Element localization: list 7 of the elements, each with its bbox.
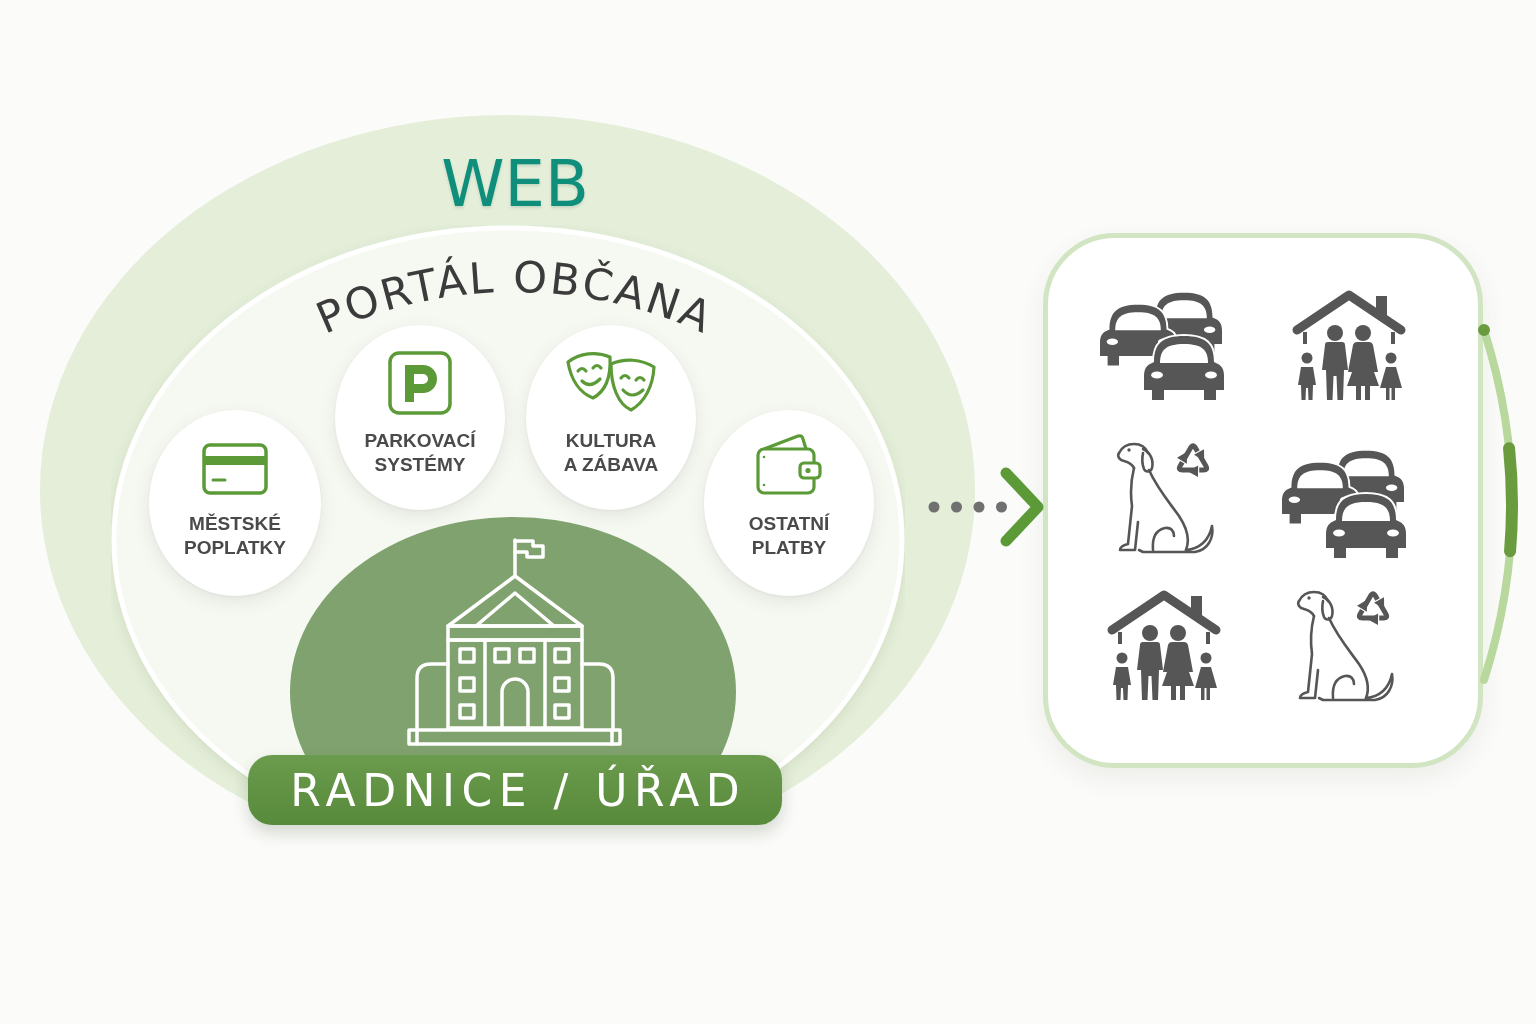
service-label: PARKOVACÍ SYSTÉMY	[363, 429, 477, 477]
title-banner: RADNICE / ÚŘAD	[248, 755, 782, 825]
service-label: OSTATNÍ PLATBY	[747, 512, 831, 560]
web-title: WEB	[441, 152, 589, 216]
service-label: KULTURA A ZÁBAVA	[562, 429, 660, 477]
services-panel	[1043, 233, 1483, 768]
service-label: MĚSTSKÉ POPLATKY	[182, 512, 287, 560]
